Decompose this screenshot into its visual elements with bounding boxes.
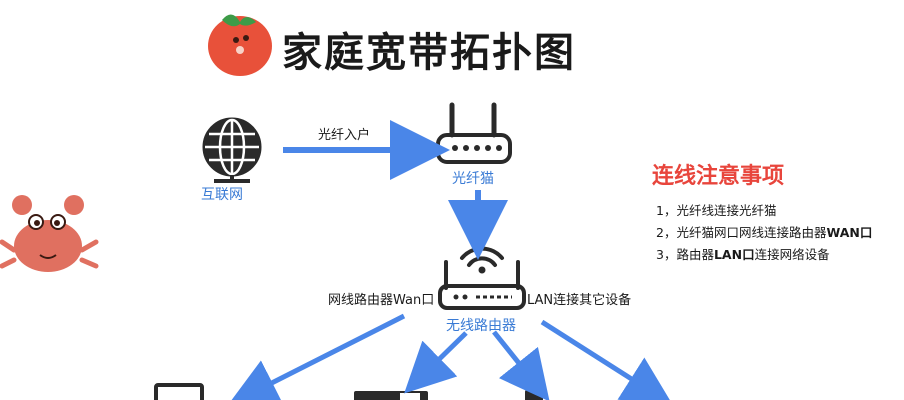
note-text: 光纤线连接光纤猫 [676,203,777,218]
crab-mascot-icon [0,195,99,272]
note-item: 2，光纤猫网口网线连接路由器WAN口 [656,222,872,241]
router-label: 无线路由器 [446,318,516,334]
note-text: 光纤猫网口网线连接路由器 [676,225,827,240]
router-lan-label: LAN连接其它设备 [527,293,632,308]
tomato-logo-icon [208,14,272,76]
fiber-in-label: 光纤入户 [318,128,371,143]
arrow-router-to-device [540,319,674,400]
arrow-router-to-computer [227,313,406,400]
note-item: 3，路由器LAN口连接网络设备 [656,244,830,263]
arrow-router-to-phone [492,330,550,400]
wireless-router-icon [438,246,526,310]
phone-icon [525,390,543,400]
tv-icon [354,391,428,400]
arrow-router-to-tv [404,331,468,394]
note-text: 路由器 [676,247,714,262]
note-bold: WAN口 [826,225,873,240]
note-prefix: 1， [656,203,677,218]
note-item: 1，光纤线连接光纤猫 [656,200,776,219]
note-suffix: 连接网络设备 [754,247,830,262]
note-bold: LAN口 [713,247,755,262]
router-wan-label: 网线路由器Wan口 [328,293,435,308]
globe-icon [202,117,262,183]
modem-label: 光纤猫 [452,171,494,187]
internet-label: 互联网 [201,187,243,203]
fiber-modem-icon [436,102,512,164]
note-prefix: 2， [656,225,677,240]
page-title: 家庭宽带拓扑图 [282,30,576,76]
note-prefix: 3， [656,247,677,262]
computer-icon [154,383,204,400]
notes-title: 连线注意事项 [652,164,785,189]
